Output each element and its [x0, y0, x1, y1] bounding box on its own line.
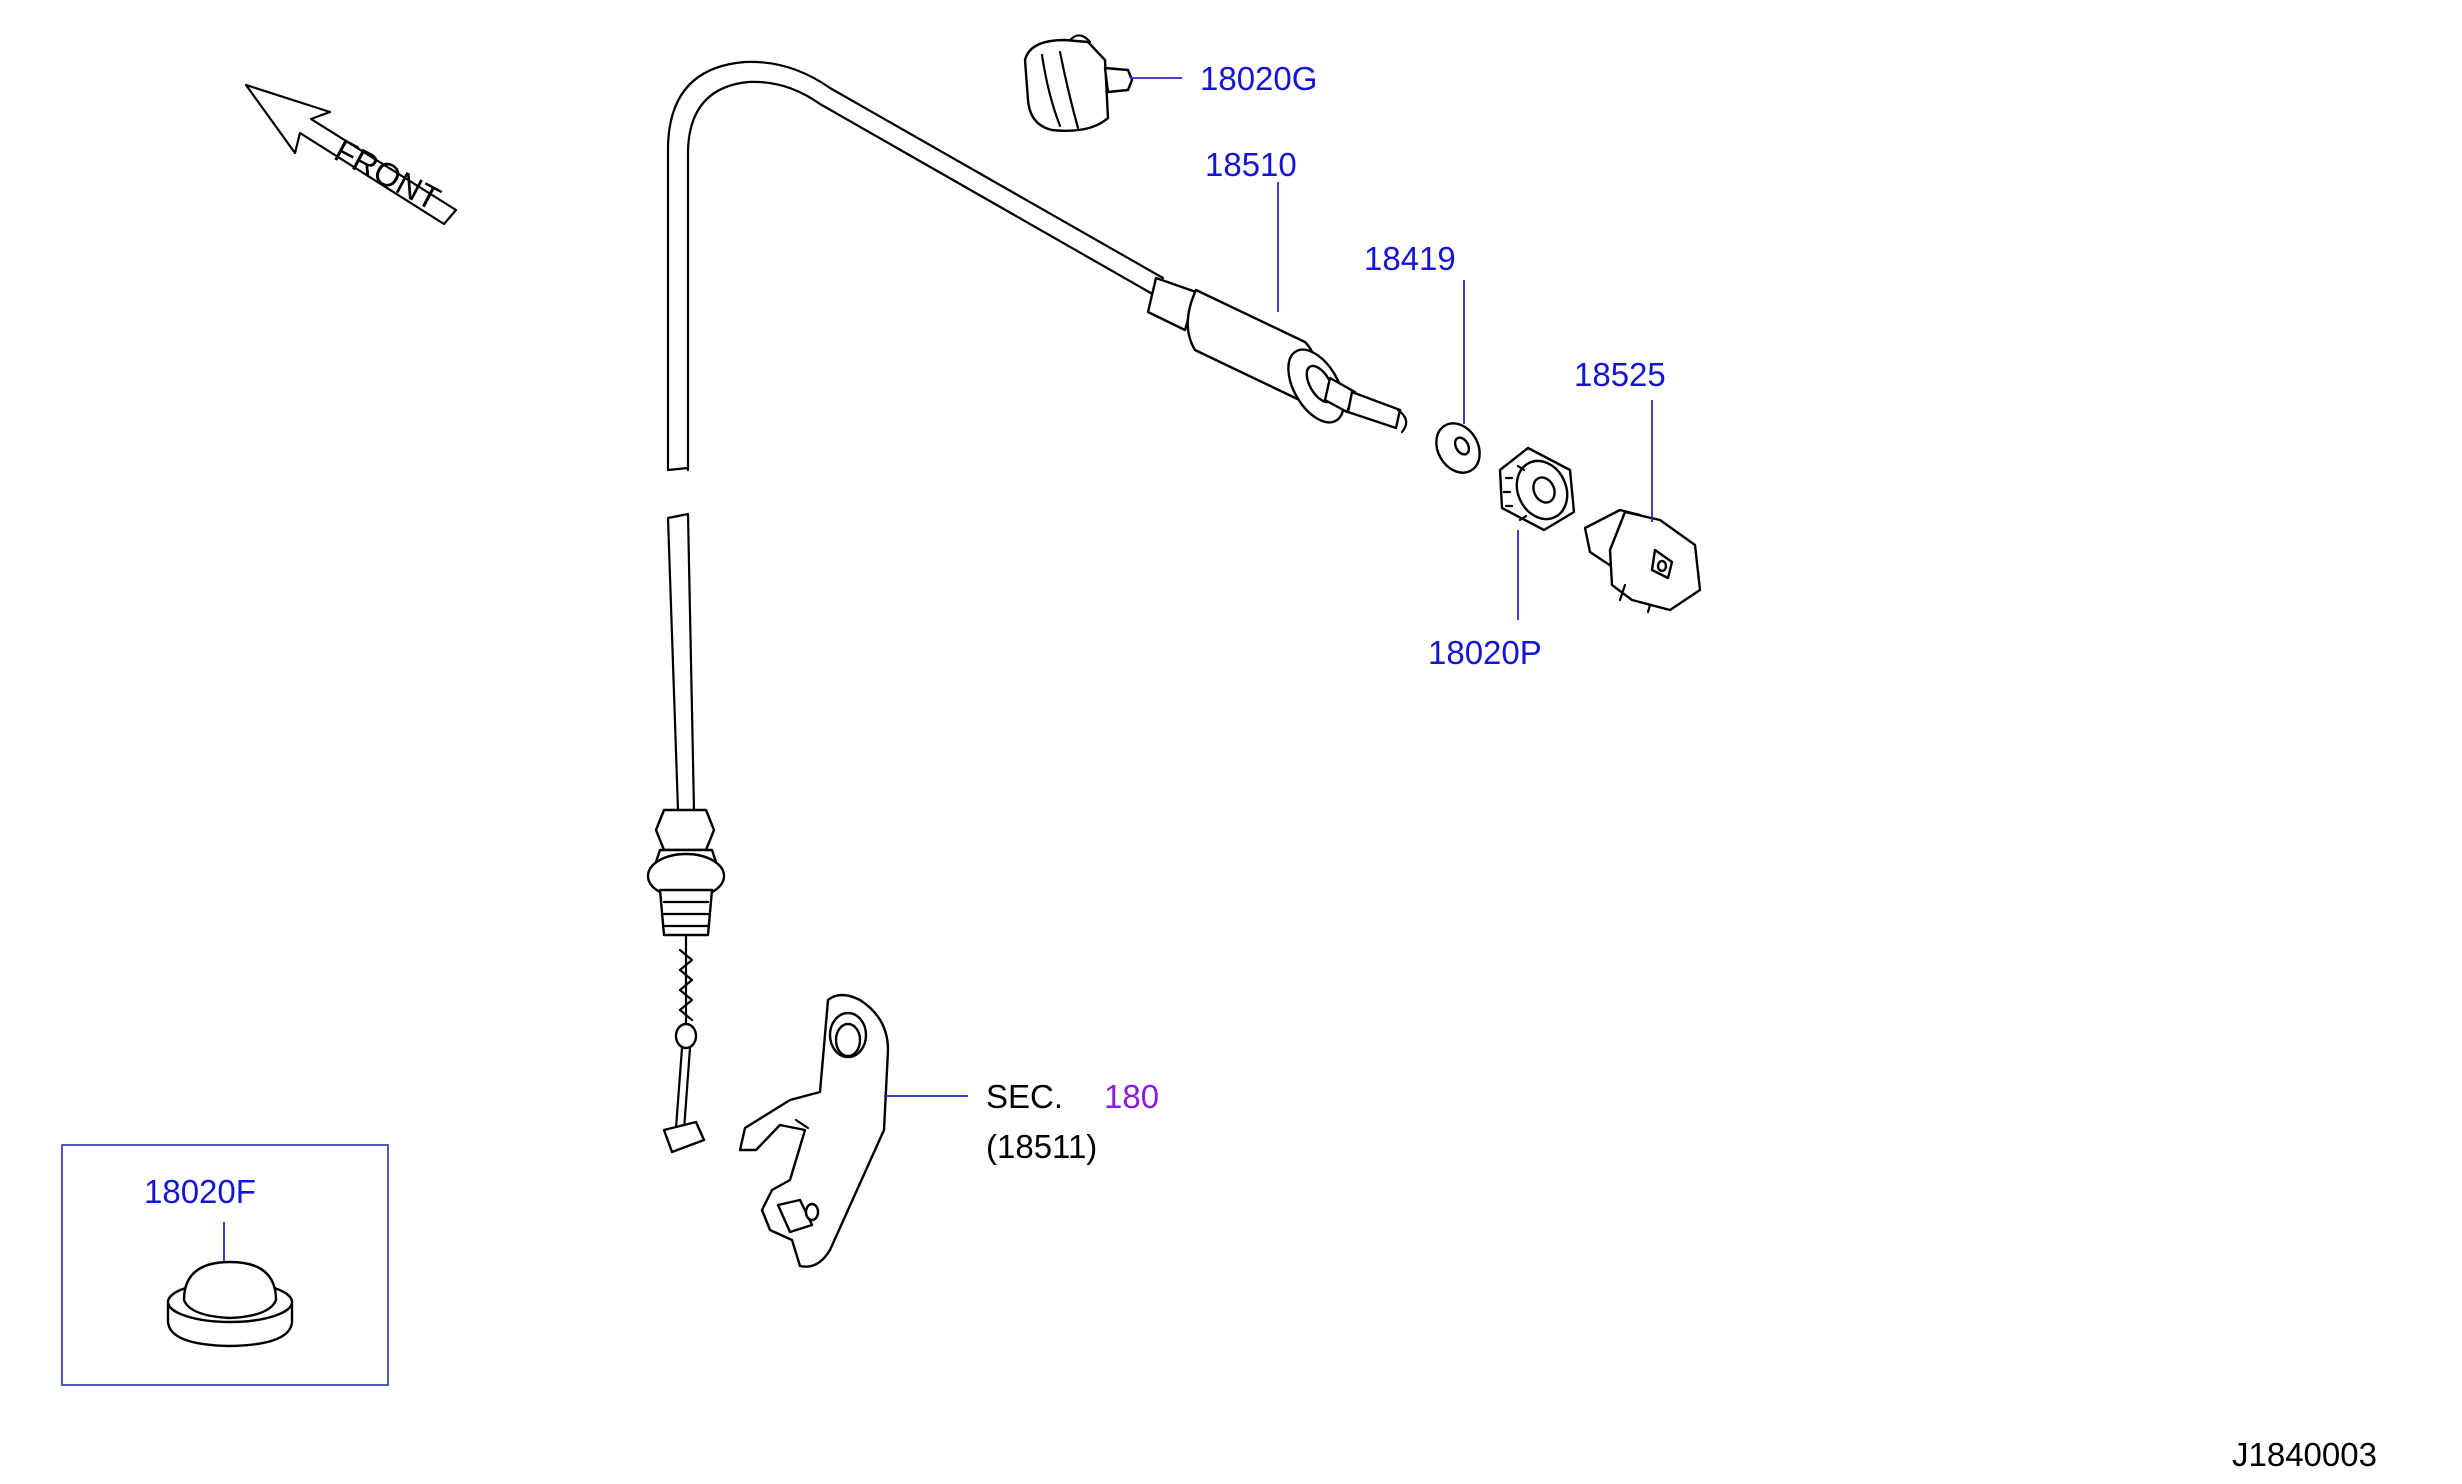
callout-18020F[interactable]: 18020F [144, 1173, 256, 1210]
pedal-bracket-18511 [738, 993, 890, 1268]
inset-box [61, 1144, 389, 1386]
grommet-18020F [166, 1260, 294, 1348]
accelerator-cable-18510 [666, 60, 1408, 472]
diagram-id: J1840003 [2232, 1436, 2377, 1473]
callout-18419[interactable]: 18419 [1364, 240, 1456, 277]
callout-18020G[interactable]: 18020G [1200, 60, 1317, 97]
callout-18020P[interactable]: 18020P [1428, 634, 1542, 671]
clip-18020G [1023, 34, 1134, 132]
section-part-ref: (18511) [986, 1128, 1097, 1165]
section-link-180[interactable]: 180 [1104, 1078, 1159, 1115]
callout-18525[interactable]: 18525 [1574, 356, 1666, 393]
section-prefix: SEC. [986, 1078, 1063, 1115]
front-label: FRONT [329, 132, 447, 218]
washer-18419 [1435, 422, 1481, 474]
adjuster-18525 [1583, 508, 1702, 614]
callout-18510[interactable]: 18510 [1205, 146, 1297, 183]
front-arrow-icon [244, 83, 458, 226]
lock-nut-18020P [1498, 446, 1576, 532]
accelerator-cable-lower [646, 512, 726, 1154]
